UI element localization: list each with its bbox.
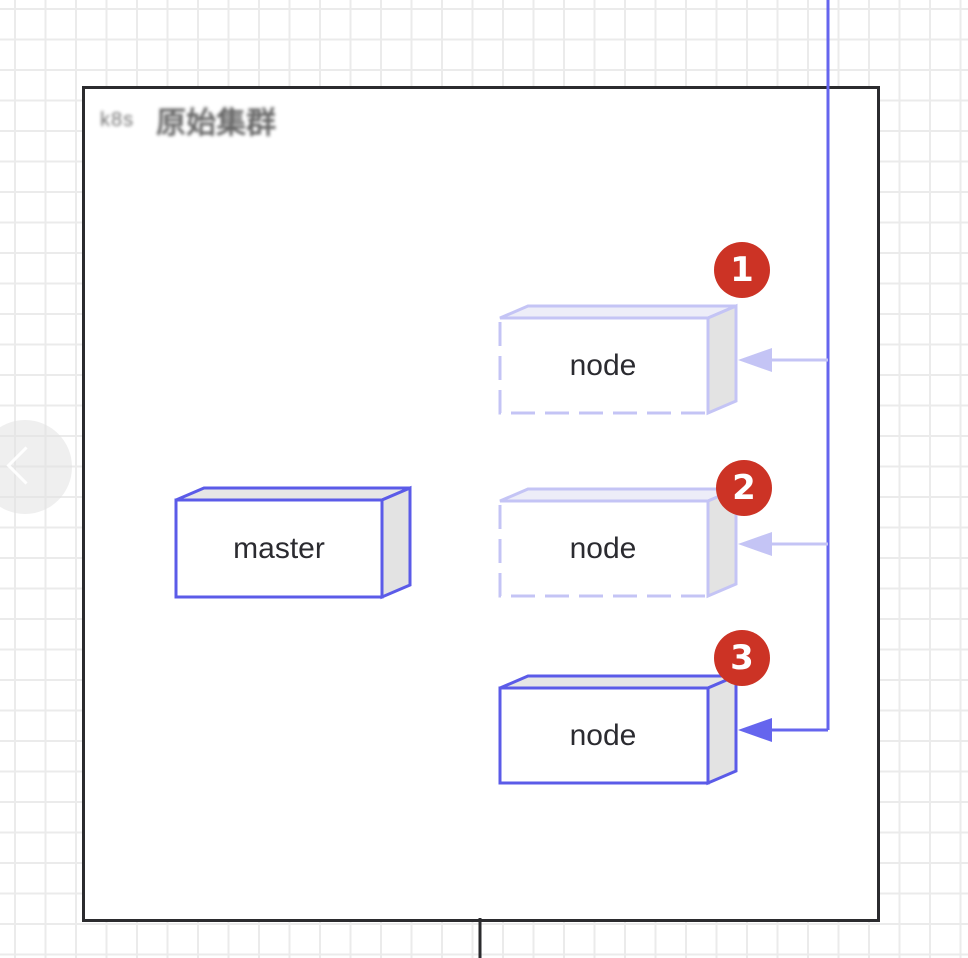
node-2-label: node <box>569 532 637 565</box>
cluster-title-main: 原始集群 <box>156 107 277 140</box>
arrowhead-node-3 <box>738 718 772 742</box>
chevron-left-icon <box>6 446 45 485</box>
node-2-shape[interactable] <box>498 486 738 599</box>
step-badge-2: 2 <box>716 460 772 516</box>
node-3-label: node <box>569 719 637 752</box>
arrowhead-node-2 <box>738 532 772 556</box>
previous-button[interactable] <box>0 420 72 514</box>
step-badge-3: 3 <box>714 630 770 686</box>
master-node-shape[interactable] <box>174 485 412 600</box>
node-1-label: node <box>569 349 637 382</box>
cluster-title-prefix: k8s <box>100 108 135 131</box>
master-node-label: master <box>233 532 325 565</box>
cluster-title: k8s 原始集群 <box>100 98 276 142</box>
node-1-shape[interactable] <box>498 303 738 416</box>
node-3-shape[interactable] <box>498 673 738 786</box>
arrowhead-node-1 <box>738 348 772 372</box>
step-badge-1: 1 <box>714 242 770 298</box>
